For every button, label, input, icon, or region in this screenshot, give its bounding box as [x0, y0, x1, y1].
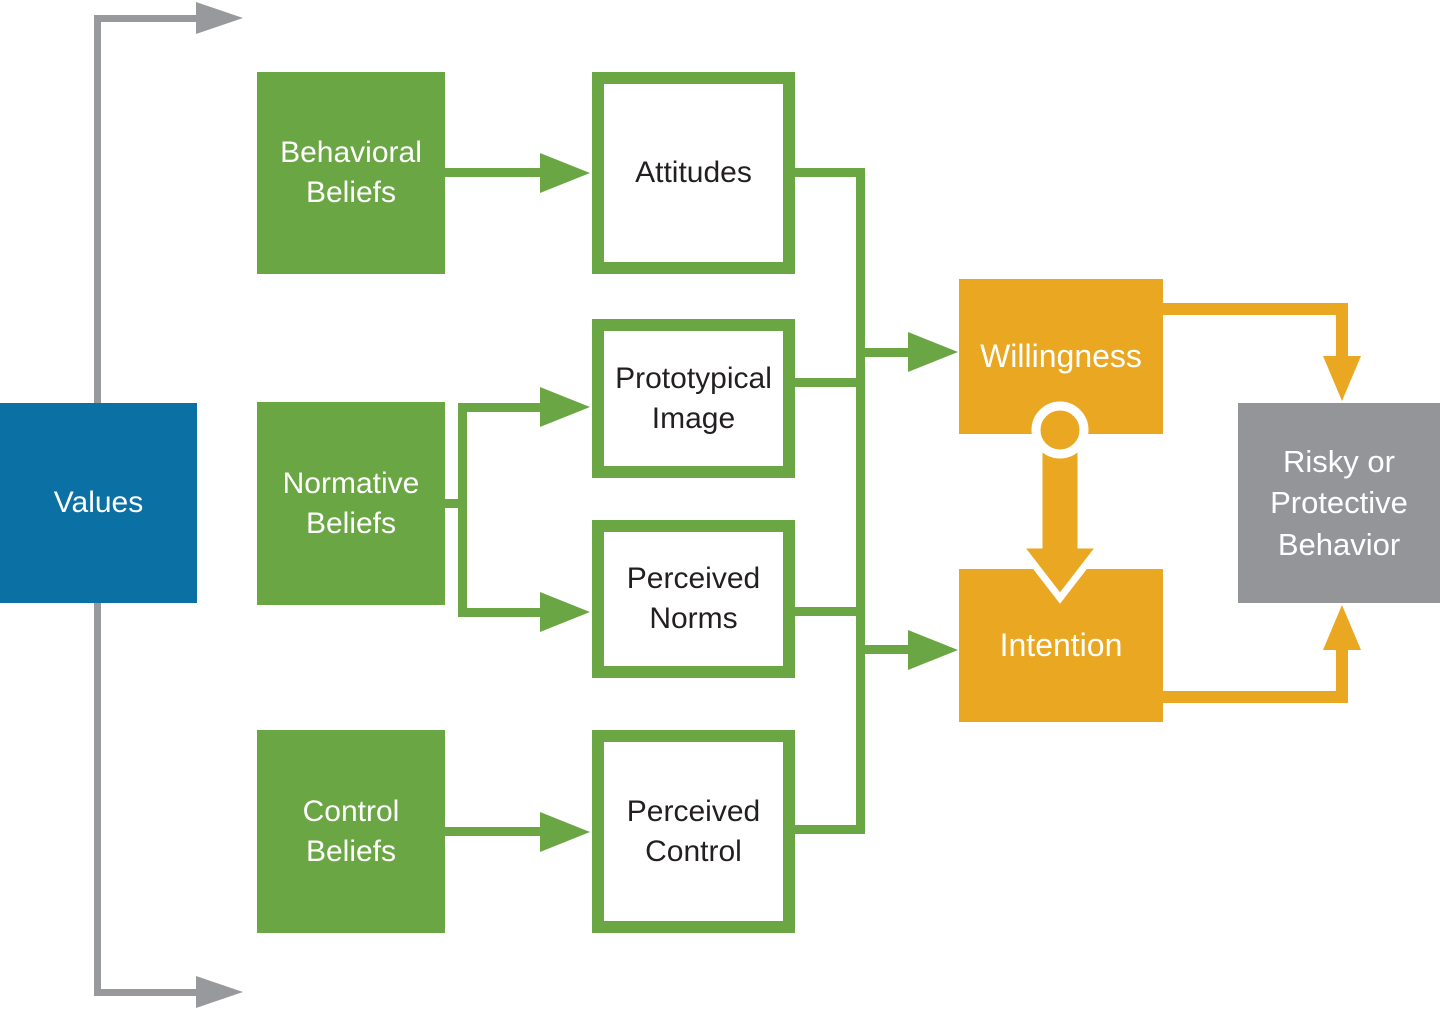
- node-perceived-norms: Perceived Norms: [592, 520, 795, 678]
- node-prototypical-image-label: Prototypical Image: [615, 361, 772, 435]
- values-feedback-bottom-arrowhead-icon: [196, 976, 243, 1008]
- arrow-to-willingness-shaft: [864, 348, 910, 357]
- node-values: Values: [0, 403, 197, 603]
- node-perceived-control-label: Perceived Control: [626, 794, 761, 868]
- node-attitudes: Attitudes: [592, 72, 795, 274]
- node-behavioral-beliefs-label: Behavioral Beliefs: [280, 136, 422, 209]
- normative-split-stub: [445, 499, 467, 508]
- arrow-control-to-perceived-control-shaft: [445, 827, 541, 836]
- node-perceived-control: Perceived Control: [592, 730, 795, 933]
- arrow-control-to-perceived-control-head-icon: [540, 812, 590, 852]
- node-behavior: Risky or Protective Behavior: [1238, 403, 1440, 603]
- collector-vertical-line: [856, 168, 865, 834]
- arrow-behavioral-to-attitudes-shaft: [445, 168, 541, 177]
- intention-to-behavior-vline: [1336, 649, 1348, 703]
- node-perceived-norms-label: Perceived Norms: [626, 562, 761, 635]
- arrow-behavioral-to-attitudes-head-icon: [540, 153, 590, 193]
- node-values-label: Values: [53, 486, 144, 520]
- intention-to-behavior-hline: [1163, 691, 1348, 703]
- arrow-normative-to-prototypical-head-icon: [540, 387, 590, 427]
- node-prototypical-image: Prototypical Image: [592, 319, 795, 478]
- values-feedback-top-arrowhead-icon: [196, 2, 243, 34]
- node-normative-beliefs: Normative Beliefs: [257, 402, 445, 605]
- node-control-beliefs: Control Beliefs: [257, 730, 445, 933]
- arrow-normative-to-prototypical-shaft: [458, 403, 542, 412]
- norms-out-line: [783, 607, 865, 616]
- normative-split-vertical: [458, 403, 467, 617]
- arrow-normative-to-norms-head-icon: [540, 592, 590, 632]
- willingness-intention-connector-icon: [1011, 401, 1109, 604]
- values-feedback-bottom-line: [94, 989, 196, 996]
- willingness-to-behavior-vline: [1336, 303, 1348, 358]
- intention-to-behavior-head-icon: [1323, 605, 1361, 650]
- node-control-beliefs-label: Control Beliefs: [302, 794, 400, 868]
- arrow-to-willingness-head-icon: [908, 332, 958, 372]
- node-intention-label: Intention: [999, 627, 1123, 664]
- willingness-to-behavior-hline: [1163, 303, 1348, 315]
- arrow-to-intention-shaft: [864, 645, 910, 654]
- prototypical-out-line: [783, 378, 865, 387]
- node-normative-beliefs-label: Normative Beliefs: [282, 466, 420, 540]
- values-feedback-top-line: [94, 15, 196, 22]
- node-behavioral-beliefs: Behavioral Beliefs: [257, 72, 445, 274]
- attitudes-out-line: [783, 168, 865, 177]
- perceived-control-out-line: [783, 825, 865, 834]
- node-willingness-label: Willingness: [980, 338, 1142, 375]
- node-behavior-label: Risky or Protective Behavior: [1270, 444, 1408, 562]
- willingness-to-behavior-head-icon: [1323, 356, 1361, 401]
- arrow-to-intention-head-icon: [908, 630, 958, 670]
- arrow-normative-to-norms-shaft: [458, 608, 542, 617]
- node-attitudes-label: Attitudes: [635, 156, 752, 190]
